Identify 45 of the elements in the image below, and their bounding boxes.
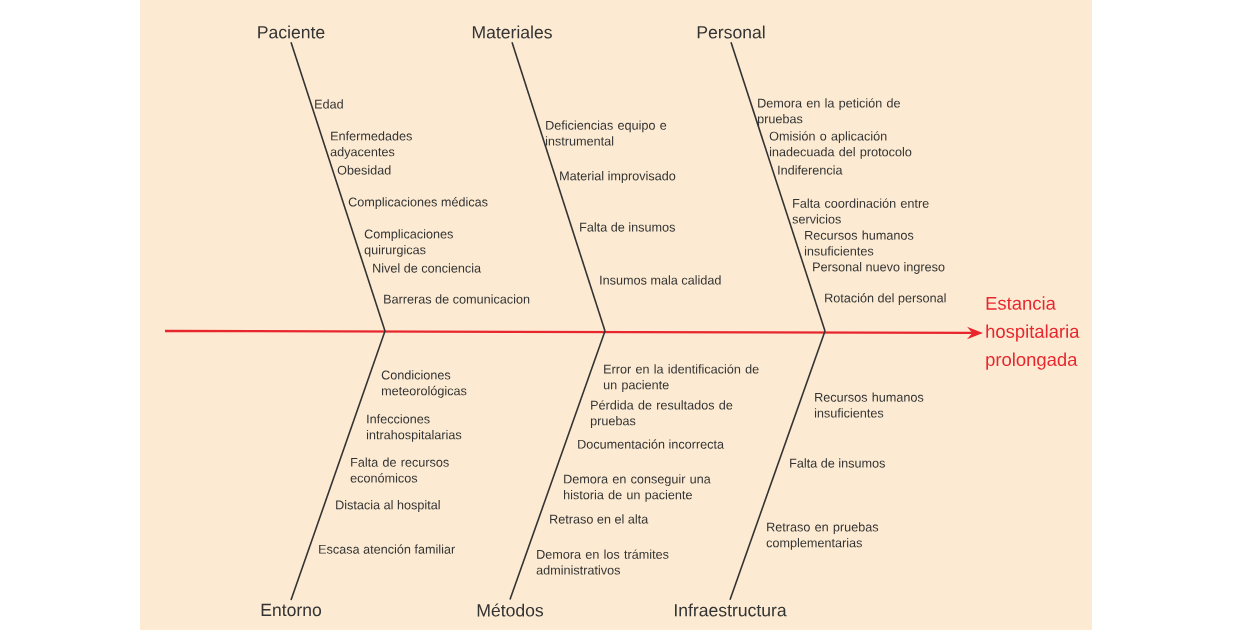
- cause-label: Enfermedades adyacentes: [330, 131, 412, 159]
- category-label: Paciente: [258, 25, 325, 39]
- bone-line: [730, 41, 826, 332]
- cause-label: Recursos humanos insuficientes: [804, 230, 914, 256]
- cause-label: Retraso en pruebas complementarias: [766, 522, 879, 550]
- cause-label: Indiferencia: [778, 165, 843, 175]
- cause-label: Omisión o aplicación inadecuada del protocolo: [769, 131, 912, 159]
- cause-label: Demora en conseguir una historia de un paciente: [564, 474, 711, 502]
- cause-label: Documentación incorrecta: [578, 439, 725, 449]
- cause-label: Escasa atención familiar: [319, 544, 455, 554]
- category-label: Entorno: [261, 603, 322, 617]
- bone-line: [290, 330, 386, 601]
- cause-label: Obesidad: [337, 165, 391, 175]
- cause-label: Distacia al hospital: [336, 500, 440, 512]
- cause-label: Condiciones meteorológicas: [381, 370, 467, 398]
- category-label: Infraestructura: [675, 603, 787, 617]
- cause-label: Complicaciones médicas: [348, 197, 488, 209]
- cause-label: Nivel de conciencia: [373, 263, 482, 273]
- bone-line: [290, 41, 386, 332]
- category-label: Personal: [697, 25, 765, 39]
- cause-label: Rotación del personal: [825, 293, 946, 305]
- cause-label: Error en la identificación de un paciente: [603, 364, 759, 392]
- bone-line: [729, 330, 826, 601]
- cause-label: Edad: [315, 99, 343, 109]
- cause-label: Deficiencias equipo e instrumental: [545, 120, 667, 146]
- cause-label: Falta coordinación entre servicios: [792, 198, 929, 224]
- cause-label: Falta de insumos: [790, 458, 885, 468]
- category-label: Materiales: [472, 25, 552, 39]
- cause-label: Complicaciones quirurgicas: [364, 229, 453, 257]
- cause-label: Pérdida de resultados de pruebas: [590, 400, 733, 428]
- cause-label: Infecciones intrahospitalarias: [366, 414, 462, 442]
- cause-label: Falta de insumos: [580, 222, 675, 232]
- cause-label: Demora en los trámites administrativos: [536, 549, 669, 575]
- cause-label: Personal nuevo ingreso: [813, 262, 945, 274]
- cause-label: Barreras de comunicacion: [384, 294, 530, 304]
- cause-label: Demora en la petición de pruebas: [757, 98, 900, 126]
- category-label: Métodos: [477, 603, 544, 617]
- cause-label: Falta de recursos económicos: [350, 457, 449, 483]
- cause-label: Recursos humanos insuficientes: [814, 392, 924, 418]
- cause-label: Retraso en el alta: [550, 514, 649, 524]
- bone-line: [511, 41, 606, 332]
- effect-label: Estancia hospitalaria prolongada: [986, 296, 1080, 370]
- cause-label: Insumos mala calidad: [600, 275, 721, 285]
- cause-label: Material improvisado: [560, 171, 676, 183]
- bone-line: [509, 330, 606, 601]
